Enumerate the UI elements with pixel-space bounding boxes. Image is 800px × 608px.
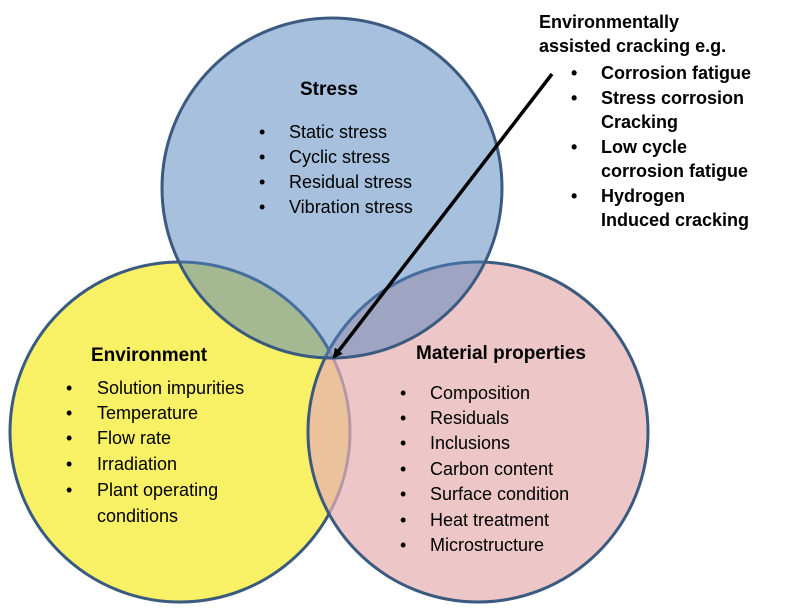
environment-item: Solution impurities [97, 378, 244, 398]
callout-bullet: • [571, 137, 577, 157]
stress-bullet: • [259, 147, 265, 167]
callout-item-continued: Cracking [601, 112, 678, 132]
environment-item: Irradiation [97, 454, 177, 474]
material-item: Composition [430, 383, 530, 403]
stress-title: Stress [300, 79, 358, 100]
callout-bullet: • [571, 63, 577, 83]
callout-item: Stress corrosion [601, 88, 744, 108]
environment-bullet: • [66, 403, 72, 423]
environment-bullet: • [66, 378, 72, 398]
environment-list: • Solution impurities • Temperature • Fl… [66, 378, 244, 526]
callout-heading-line1: Environmentally [539, 12, 679, 32]
environment-item: Flow rate [97, 428, 171, 448]
callout-list: • Corrosion fatigue • Stress corrosion C… [571, 63, 751, 230]
material-item: Carbon content [430, 459, 553, 479]
callout-heading-line2: assisted cracking e.g. [539, 36, 726, 56]
callout-item: Hydrogen [601, 186, 685, 206]
callout-bullet: • [571, 88, 577, 108]
stress-circle [160, 16, 504, 360]
stress-item: Static stress [289, 122, 387, 142]
environment-bullet: • [66, 480, 72, 500]
material-title: Material properties [416, 343, 586, 364]
callout-bullet: • [571, 186, 577, 206]
stress-item: Vibration stress [289, 197, 413, 217]
environment-title: Environment [91, 345, 208, 366]
material-bullet: • [400, 484, 406, 504]
stress-bullet: • [259, 197, 265, 217]
environment-item-continued: conditions [97, 506, 178, 526]
material-item: Heat treatment [430, 510, 549, 530]
environment-item: Plant operating [97, 480, 218, 500]
callout-arrow [332, 72, 554, 359]
stress-item: Cyclic stress [289, 147, 390, 167]
material-bullet: • [400, 459, 406, 479]
stress-item: Residual stress [289, 172, 412, 192]
stress-list: • Static stress • Cyclic stress • Residu… [259, 122, 413, 217]
material-item: Residuals [430, 408, 509, 428]
material-item: Inclusions [430, 433, 510, 453]
callout-item-continued: Induced cracking [601, 210, 749, 230]
callout-item: Corrosion fatigue [601, 63, 751, 83]
material-bullet: • [400, 383, 406, 403]
material-bullet: • [400, 510, 406, 530]
callout-item-continued: corrosion fatigue [601, 161, 748, 181]
material-item: Microstructure [430, 535, 544, 555]
environment-bullet: • [66, 454, 72, 474]
material-bullet: • [400, 408, 406, 428]
environment-bullet: • [66, 428, 72, 448]
material-item: Surface condition [430, 484, 569, 504]
callout-item: Low cycle [601, 137, 687, 157]
environment-item: Temperature [97, 403, 198, 423]
stress-bullet: • [259, 172, 265, 192]
material-bullet: • [400, 433, 406, 453]
stress-bullet: • [259, 122, 265, 142]
material-list: • Composition • Residuals • Inclusions •… [400, 383, 569, 555]
material-bullet: • [400, 535, 406, 555]
